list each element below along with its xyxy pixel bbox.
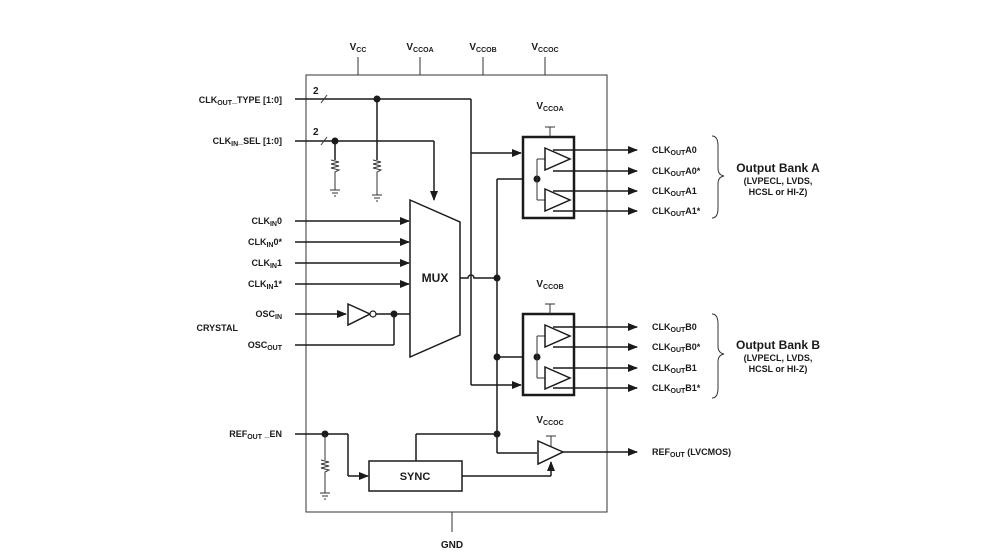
mux-block [409,198,461,359]
vccob-label: VCCOB [469,42,496,54]
clkout-b0-label: CLKOUTB0 [652,322,697,334]
resistor-icon [372,159,383,202]
oscin-label: OSCIN [255,309,282,321]
refout-en-net [295,430,369,500]
sync-label: SYNC [400,471,431,483]
clkin1n-label: CLKIN1* [248,279,283,291]
clkin-sel-bus: 2 [295,127,438,201]
crystal-label: CRYSTAL [197,323,239,333]
sync-output-net [462,461,555,477]
clkin0n-label: CLKIN0* [248,237,283,249]
supply-pins [357,57,546,532]
svg-text:2: 2 [313,86,319,97]
mux-output-net [415,178,537,461]
clkout-a1n-label: CLKOUTA1* [652,206,701,218]
vccoc-label: VCCOC [531,42,558,54]
bank-b-desc-2: HCSL or HI-Z) [749,364,808,374]
clkout-b1n-label: CLKOUTB1* [652,383,701,395]
chip-outline [305,74,608,513]
resistor-icon [330,159,341,197]
bank-a-title: Output Bank A [736,161,820,175]
refout-supply-label: VCCOC [536,415,563,427]
clkout-b0n-label: CLKOUTB0* [652,342,701,354]
refout-buffer [537,435,638,466]
bank-b-output-lines [553,323,638,392]
refout-en-label: REFOUT _EN [229,429,282,441]
clkin-lines [295,217,410,288]
bank-b-supply-label: VCCOB [536,279,563,291]
vccoa-label: VCCOA [406,42,433,54]
bank-a-brace [711,135,725,219]
vcc-label: VCC [350,42,367,54]
clkin-sel-label: CLKIN_SEL [1:0] [213,136,282,148]
clkout-type-bus: 2 [295,86,522,389]
gnd-label: GND [441,540,463,551]
bank-b-desc-1: (LVPECL, LVDS, [744,353,813,363]
bank-b-title: Output Bank B [736,338,820,352]
svg-text:2: 2 [313,127,319,138]
bank-a-output-lines [553,146,638,215]
mux-label: MUX [422,271,449,285]
clkout-b1-label: CLKOUTB1 [652,363,697,375]
bank-b-brace [711,313,725,399]
oscout-label: OSCOUT [248,340,283,352]
bank-a-supply-label: VCCOA [536,101,563,113]
clkout-a0n-label: CLKOUTA0* [652,166,701,178]
clkin1-label: CLKIN1 [251,258,282,270]
bank-b-buffer [521,303,576,397]
clkout-a0-label: CLKOUTA0 [652,145,697,157]
clkin0-label: CLKIN0 [251,216,282,228]
bank-a-desc-2: HCSL or HI-Z) [749,187,808,197]
refout-label: REFOUT (LVCMOS) [652,447,731,459]
bank-a-buffer [521,126,576,220]
clkout-type-label: CLKOUT_TYPE [1:0] [199,95,282,107]
oscillator-inverter [295,302,410,346]
bank-a-desc-1: (LVPECL, LVDS, [744,176,813,186]
clkout-a1-label: CLKOUTA1 [652,186,697,198]
